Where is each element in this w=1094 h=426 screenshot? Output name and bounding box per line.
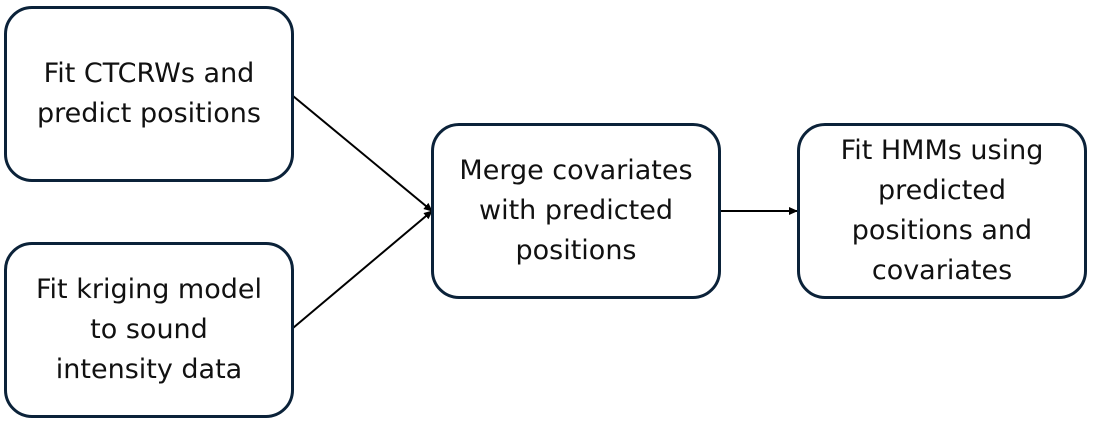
node-fit-kriging: Fit kriging model to sound intensity dat… bbox=[4, 242, 294, 418]
node-merge-covariates: Merge covariates with predicted position… bbox=[431, 123, 721, 299]
node-fit-ctcrws: Fit CTCRWs and predict positions bbox=[4, 6, 294, 182]
edge-ctcrw-to-merge bbox=[292, 95, 433, 212]
node-merge-covariates-label: Merge covariates with predicted position… bbox=[459, 155, 693, 266]
node-fit-hmms-label: Fit HMMs using predicted positions and c… bbox=[840, 135, 1044, 286]
node-fit-hmms: Fit HMMs using predicted positions and c… bbox=[797, 123, 1087, 299]
node-fit-kriging-label: Fit kriging model to sound intensity dat… bbox=[35, 274, 263, 385]
edge-kriging-to-merge bbox=[292, 210, 433, 329]
node-fit-ctcrws-label: Fit CTCRWs and predict positions bbox=[37, 58, 261, 129]
